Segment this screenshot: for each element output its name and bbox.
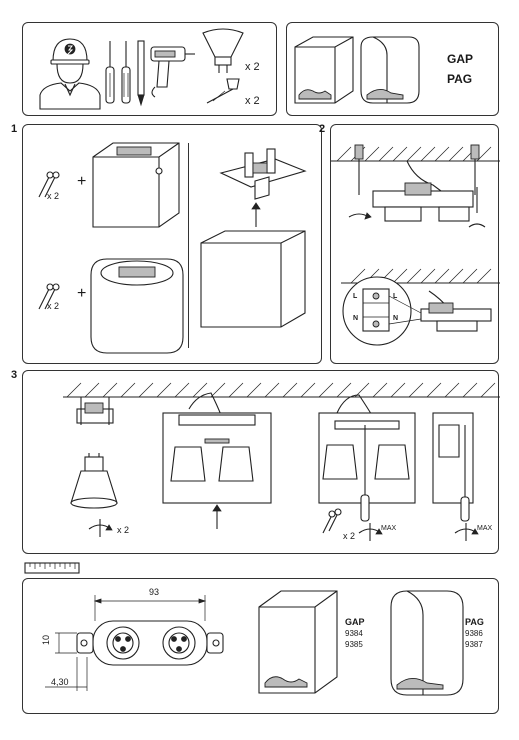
housing-with-bulbs-sketch (162, 392, 272, 529)
variant-pag-code-2: 9387 (465, 640, 483, 649)
screw-icon (322, 508, 342, 534)
screws-quantity-bottom: x 2 (47, 301, 60, 311)
screw-icon (38, 283, 60, 310)
screws-quantity: x 2 (245, 95, 260, 107)
gap-lamp-sketch (294, 36, 354, 104)
pag-body-sketch (90, 258, 184, 354)
bulb-icon (202, 28, 244, 73)
models-title-gap: GAP (447, 52, 474, 66)
gap-body-sketch (92, 142, 180, 228)
lamp-housing-sketch (200, 230, 306, 328)
ceiling-hatch-step3 (63, 382, 500, 398)
variant-gap-code-1: 9384 (345, 629, 363, 638)
variant-pag-name: PAG (465, 617, 484, 627)
dimension-offset: 4,30 (51, 677, 69, 687)
ruler-icon (24, 562, 80, 574)
variant-gap-code-2: 9385 (345, 640, 363, 649)
rotate-icon (88, 519, 113, 537)
dimension-drawing (45, 595, 224, 691)
max-label-left: MAX (381, 525, 397, 532)
screwdriver-phillips-icon (105, 41, 115, 104)
mounting-bracket-sketch (219, 148, 307, 200)
plus-bottom: + (77, 285, 87, 302)
step1-number: 1 (11, 123, 18, 135)
tools-panel: x 2 x 2 (22, 22, 277, 116)
models-title-pag: PAG (447, 72, 473, 86)
pag-lamp-sketch (360, 36, 420, 104)
bracket-small-sketch (76, 397, 114, 425)
dimension-height: 10 (41, 634, 52, 646)
step2-panel: 2 (319, 123, 500, 364)
variant-pag-code-1: 9386 (465, 629, 483, 638)
wall-mount-sketch (348, 144, 486, 228)
rotate-icon (454, 523, 479, 541)
step1-divider (188, 143, 189, 348)
pencil-icon (137, 40, 145, 107)
screws-quantity-top: x 2 (47, 191, 60, 201)
screws-quantity-step3: x 2 (343, 531, 356, 541)
rotate-icon (358, 523, 383, 541)
screw-icon (38, 171, 60, 198)
plus-top: + (77, 173, 87, 190)
step3-panel: 3 x 2 (11, 369, 500, 554)
gu10-bulb-sketch (70, 453, 118, 509)
drill-icon (150, 46, 195, 98)
bits-quantity: x 2 (245, 61, 260, 73)
step1-panel: 1 x 2 + x 2 + (11, 123, 322, 364)
housing-tightening-sketch (318, 394, 416, 522)
step2-number: 2 (319, 123, 326, 135)
variant-gap-name: GAP (345, 617, 365, 627)
terminal-l-left: L (353, 293, 358, 300)
terminal-n-right: N (393, 315, 399, 322)
max-label-right: MAX (477, 525, 493, 532)
housing-side-sketch (432, 412, 474, 522)
dimension-width: 93 (149, 587, 160, 597)
screw-anchor-icon (206, 78, 240, 104)
pag-product-sketch (390, 590, 464, 696)
terminal-zoom-sketch (342, 276, 492, 346)
step3-number: 3 (11, 369, 18, 381)
gap-product-sketch (258, 590, 338, 694)
arrow-up-icon (251, 202, 261, 227)
bulb-quantity: x 2 (117, 525, 130, 535)
technician-icon (39, 38, 101, 110)
screwdriver-flat-icon (121, 41, 131, 104)
terminal-n-left: N (353, 315, 359, 322)
dimensions-panel: 93 10 4,30 GAP 9384 9385 PAG 9386 9387 (22, 578, 499, 714)
terminal-l-right: L (393, 293, 398, 300)
product-panel: GAP PAG (286, 22, 499, 116)
